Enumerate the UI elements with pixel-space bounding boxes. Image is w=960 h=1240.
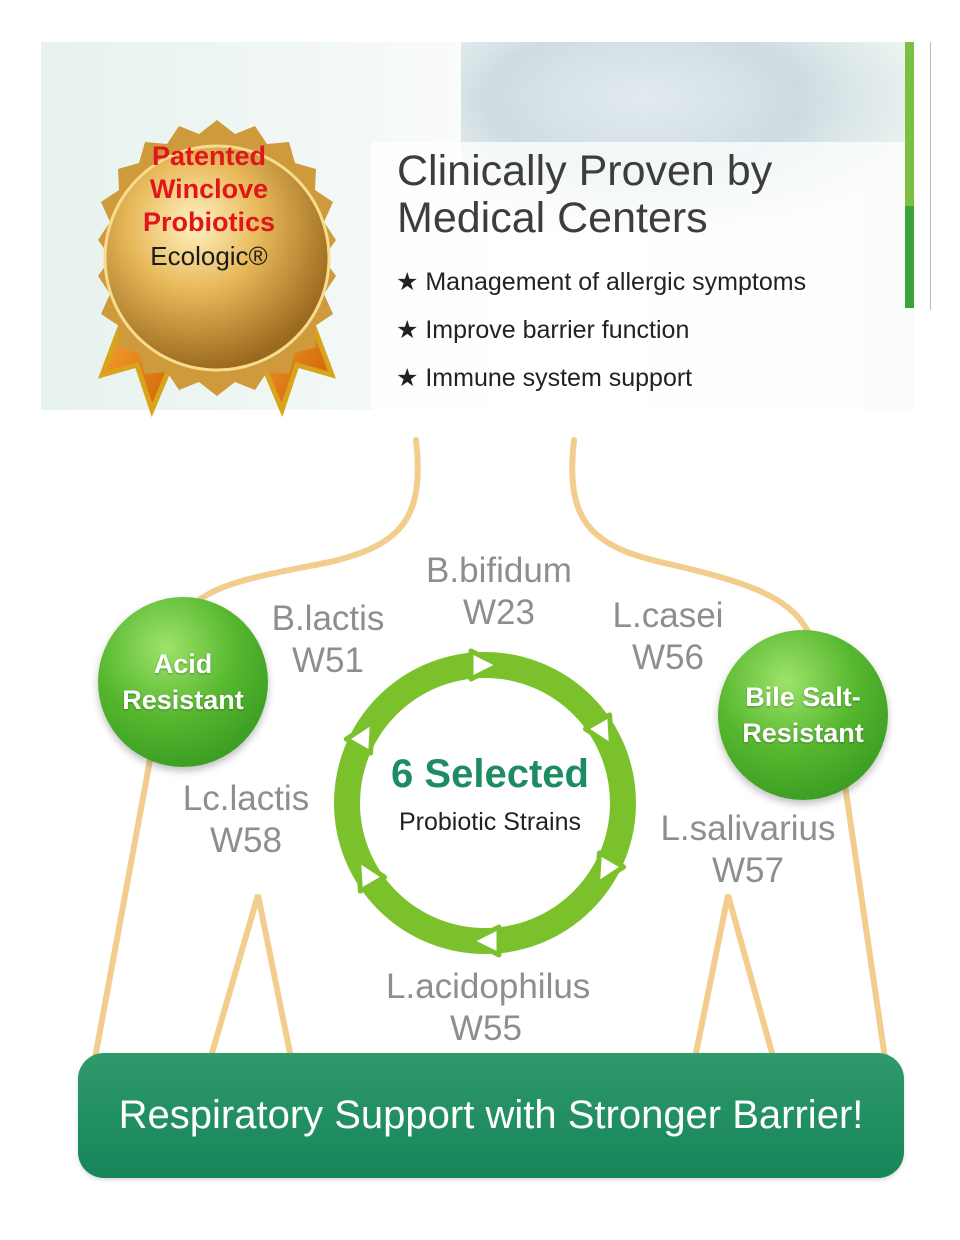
- cycle-arrow: [595, 850, 627, 887]
- right-arm-line: [693, 894, 775, 1056]
- strain-label: L.casei W56: [568, 595, 768, 679]
- accent-divider: [930, 42, 931, 310]
- badge-line-1: Bile Salt-: [745, 682, 861, 712]
- strain-code: W55: [450, 1009, 522, 1048]
- strain-name: L.casei: [612, 596, 724, 635]
- badge-line-1: Acid: [153, 649, 213, 679]
- banner-fade: [371, 142, 914, 410]
- strain-code: W51: [292, 641, 364, 680]
- strain-label: L.acidophilus W55: [386, 966, 591, 1050]
- cycle-arrow: [582, 712, 615, 749]
- strain-code: W23: [463, 593, 535, 632]
- footer-text: Respiratory Support with Stronger Barrie…: [118, 1093, 864, 1137]
- strain-name: Lc.lactis: [182, 779, 310, 818]
- medal-line-2: Winclove: [149, 174, 269, 204]
- badge-line-2: Resistant: [122, 685, 244, 715]
- headline-line-1: Clinically Proven by: [397, 147, 773, 195]
- ring-subtitle: Probiotic Strains: [398, 808, 582, 836]
- left-connector: [177, 437, 421, 628]
- ring-title: 6 Selected: [391, 752, 589, 796]
- benefit-list: ★ Management of allergic symptoms ★ Impr…: [396, 264, 806, 408]
- right-body-line: [842, 782, 888, 1061]
- cycle-arrow: [355, 857, 388, 894]
- benefit-item: ★ Improve barrier function: [396, 316, 690, 344]
- cycle-arrows: [343, 648, 627, 958]
- accent-bar-bottom: [905, 206, 914, 308]
- left-arm-line: [209, 894, 293, 1056]
- accent-bar-top: [905, 42, 914, 206]
- banner-headline: Clinically Proven by Medical Centers: [397, 148, 772, 242]
- strain-label: B.lactis W51: [228, 598, 428, 682]
- footer-banner: Respiratory Support with Stronger Barrie…: [78, 1053, 904, 1178]
- headline-line-2: Medical Centers: [397, 194, 708, 242]
- medal-line-1: Patented: [151, 141, 267, 171]
- badge-line-2: Resistant: [742, 718, 864, 748]
- benefit-item: ★ Management of allergic symptoms: [396, 268, 807, 296]
- acid-resistant-badge: Acid Resistant: [98, 597, 268, 767]
- strain-cycle-ring: [334, 648, 636, 958]
- strain-code: W57: [712, 851, 784, 890]
- strain-name: B.lactis: [271, 599, 385, 638]
- left-body-line: [92, 757, 153, 1061]
- strain-name: L.salivarius: [660, 809, 836, 848]
- gold-medal-icon: [97, 120, 337, 418]
- benefit-item: ★ Immune system support: [396, 364, 693, 392]
- medal-brand: Ecologic®: [150, 241, 268, 271]
- cycle-arrow: [343, 719, 375, 756]
- strain-label: L.salivarius W57: [648, 808, 848, 892]
- medal-label: Patented Winclove Probiotics Ecologic®: [82, 140, 336, 273]
- strain-code: W56: [632, 638, 704, 677]
- strain-label: Lc.lactis W58: [146, 778, 346, 862]
- cycle-arrow: [468, 648, 502, 682]
- strain-name: L.acidophilus: [386, 967, 591, 1006]
- right-connector: [569, 437, 811, 635]
- bile-salt-resistant-badge: Bile Salt- Resistant: [718, 630, 888, 800]
- strain-code: W58: [210, 821, 282, 860]
- connector-lines: [92, 437, 888, 1061]
- cycle-arrow: [468, 924, 502, 958]
- medal-line-3: Probiotics: [142, 207, 276, 237]
- strain-name: B.bifidum: [426, 551, 572, 590]
- strain-label: B.bifidum W23: [399, 550, 599, 634]
